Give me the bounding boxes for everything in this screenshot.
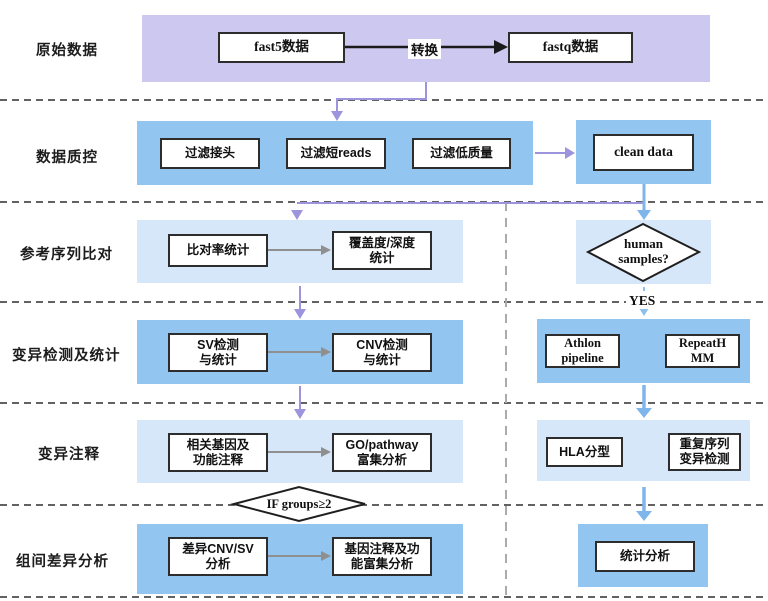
node-filter-adapter: 过滤接头 — [160, 138, 260, 169]
if-groups-diamond — [230, 485, 366, 523]
cnvsv-to-enrich-arrowhead — [321, 551, 331, 561]
human-samples-diamond — [585, 222, 702, 283]
human-samples-label: human samples? — [618, 236, 669, 266]
raw-to-qc-connector — [336, 82, 427, 111]
node-filter-short-reads: 过滤短reads — [286, 138, 386, 169]
node-cnv-detection: CNV检测 与统计 — [332, 333, 432, 372]
node-fast5: fast5数据 — [218, 32, 345, 63]
stage-label-diff: 组间差异分析 — [16, 554, 109, 570]
gray-arrows — [268, 249, 321, 557]
node-repeat-variant: 重复序列 变异检测 — [668, 433, 741, 471]
yes-label: YES — [626, 293, 659, 309]
stage-label-variant: 变异检测及统计 — [12, 348, 121, 364]
node-hla-typing: HLA分型 — [546, 437, 623, 467]
convert-label: 转换 — [408, 39, 441, 59]
node-stat-analysis: 统计分析 — [595, 541, 695, 572]
sv-to-cnv-arrowhead — [321, 347, 331, 357]
node-fastq: fastq数据 — [508, 32, 633, 63]
yes-arrowhead — [639, 308, 649, 316]
node-coverage-depth: 覆盖度/深度 统计 — [332, 231, 432, 270]
node-athlon-pipeline: Athlon pipeline — [545, 334, 620, 368]
node-repeathmm: RepeatH MM — [665, 334, 740, 368]
align-to-variant-arrowhead — [294, 309, 306, 319]
qc-to-clean-arrowhead — [565, 147, 575, 159]
athlon-to-hla-arrowhead — [636, 408, 652, 418]
raw-to-qc-arrowhead — [331, 111, 343, 121]
node-sv-detection: SV检测 与统计 — [168, 333, 268, 372]
purple-arrowheads — [291, 111, 575, 419]
fast5-to-fastq-arrowhead — [494, 40, 508, 54]
node-enrichment: 基因注释及功 能富集分析 — [332, 537, 432, 576]
variant-to-annot-arrowhead — [294, 409, 306, 419]
node-clean-data: clean data — [593, 134, 694, 171]
purple-connectors — [297, 82, 644, 409]
split-to-align-arrowhead — [291, 210, 303, 220]
node-go-pathway: GO/pathway 富集分析 — [332, 433, 432, 472]
rate-to-coverage-arrowhead — [321, 245, 331, 255]
if-groups-label: IF groups≥2 — [266, 497, 332, 511]
hla-to-stat-arrowhead — [636, 511, 652, 521]
stage-label-raw: 原始数据 — [36, 43, 98, 59]
gray-arrowheads — [321, 245, 331, 561]
clean-to-human-arrowhead — [637, 210, 651, 220]
node-filter-low-quality: 过滤低质量 — [412, 138, 511, 169]
node-diff-cnv-sv: 差异CNV/SV 分析 — [168, 537, 268, 576]
stage-label-alignment: 参考序列比对 — [20, 247, 113, 263]
stage-label-annotation: 变异注释 — [38, 447, 100, 463]
node-gene-annotation: 相关基因及 功能注释 — [168, 433, 268, 472]
stage-label-qc: 数据质控 — [36, 150, 98, 166]
node-alignment-rate: 比对率统计 — [168, 234, 268, 267]
genes-to-go-arrowhead — [321, 447, 331, 457]
